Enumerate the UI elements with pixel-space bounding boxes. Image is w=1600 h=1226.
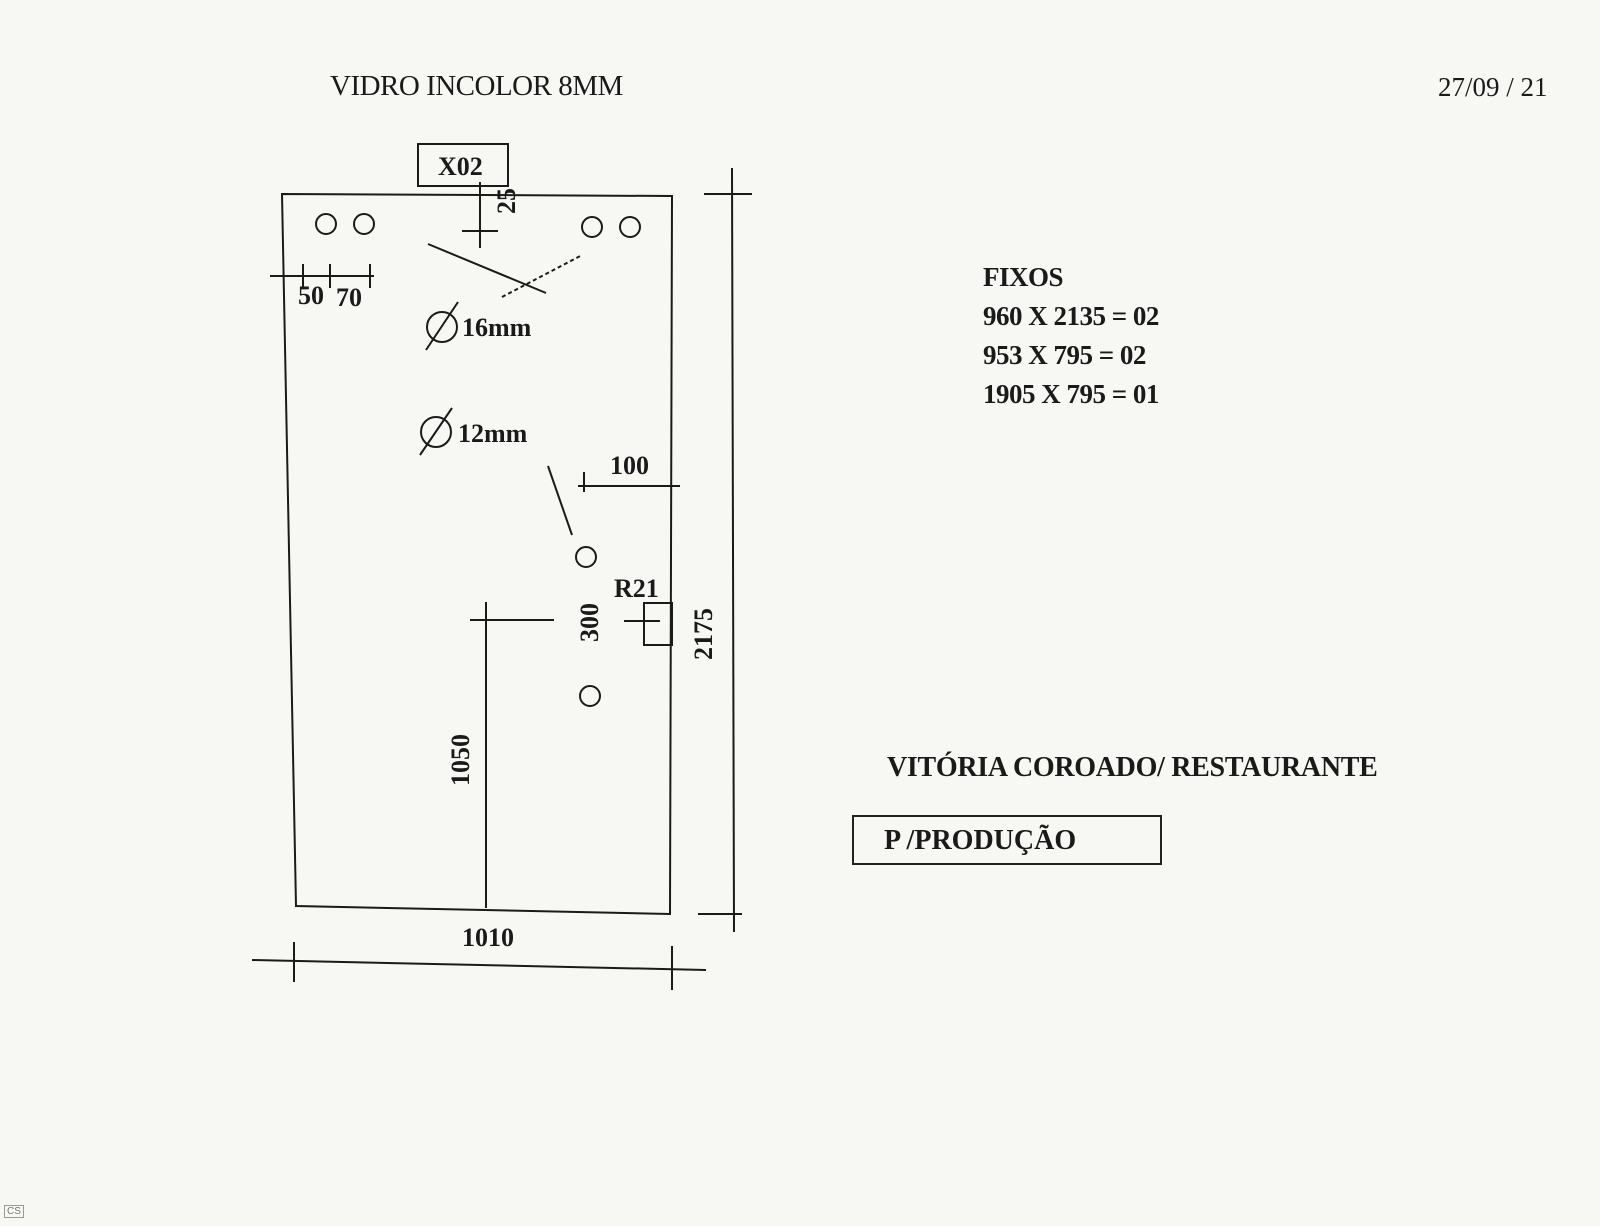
dim-hole-spacing: 70 — [336, 283, 362, 312]
qty-label: X02 — [438, 152, 483, 181]
dim-height: 2175 — [689, 608, 718, 660]
qty-box — [417, 143, 509, 187]
specs-block: FIXOS 960 X 2135 = 02 953 X 795 = 02 190… — [983, 258, 1159, 414]
hole-top-left-2 — [353, 213, 375, 235]
spec-item: 1905 X 795 = 01 — [983, 379, 1159, 409]
cs-logo: CS — [4, 1205, 24, 1218]
drawing-title: VIDRO INCOLOR 8MM — [330, 70, 623, 102]
hole-top-left-1 — [315, 213, 337, 235]
hole-side-lower — [579, 685, 601, 707]
hole-small-label: 12mm — [458, 419, 528, 448]
dim-vertical-spacing: 300 — [575, 603, 604, 642]
diameter-large-symbol — [426, 311, 458, 343]
panel-outline — [280, 192, 674, 916]
hole-top-right-1 — [581, 216, 603, 238]
notch-label: R21 — [614, 574, 659, 603]
diameter-small-symbol — [420, 416, 452, 448]
spec-item: 960 X 2135 = 02 — [983, 301, 1159, 331]
production-label: P /PRODUÇÃO — [884, 825, 1077, 856]
notch — [643, 602, 673, 646]
production-box: P /PRODUÇÃO — [852, 815, 1162, 865]
dim-width: 1010 — [462, 923, 514, 952]
spec-item: 953 X 795 = 02 — [983, 340, 1146, 370]
specs-heading: FIXOS — [983, 262, 1064, 292]
drawing-date: 27/09 / 21 — [1438, 72, 1548, 102]
dim-hole-left: 50 — [298, 281, 324, 310]
hole-top-right-2 — [619, 216, 641, 238]
camscanner-badge: CS — [4, 1205, 27, 1218]
client-label: VITÓRIA COROADO/ RESTAURANTE — [887, 752, 1378, 783]
dim-top-offset: 25 — [492, 188, 521, 214]
hole-side-upper — [575, 546, 597, 568]
dim-edge-offset: 100 — [610, 451, 649, 480]
dim-from-floor: 1050 — [446, 734, 475, 786]
hole-large-label: 16mm — [462, 313, 532, 342]
